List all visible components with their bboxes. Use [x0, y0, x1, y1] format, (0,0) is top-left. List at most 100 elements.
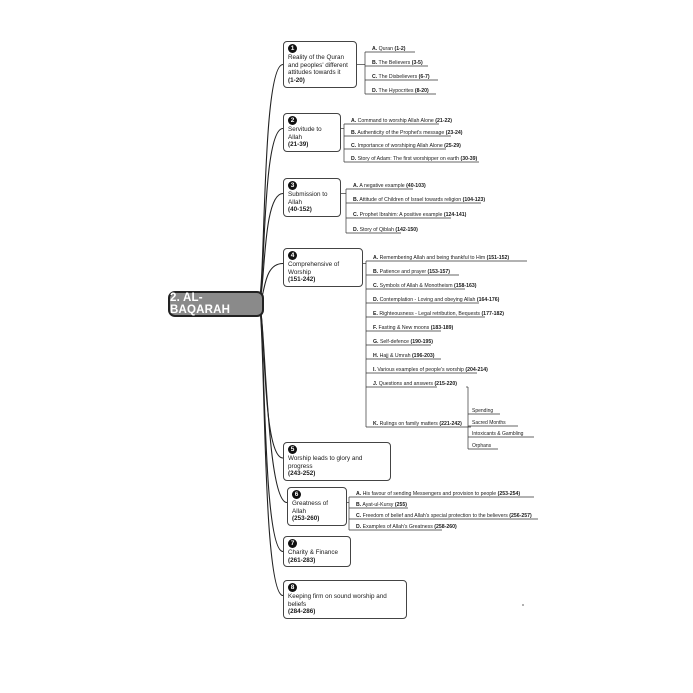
subtopic-verse-range: (153-157): [427, 269, 451, 275]
subtopic-letter: F.: [373, 325, 378, 331]
subtopic-item: A. His favour of sending Messengers and …: [354, 490, 522, 498]
root-to-topic-1-branch: [257, 63, 284, 303]
root-node: 2. AL-BAQARAH: [168, 291, 264, 317]
root-to-topic-3-branch: [257, 192, 284, 303]
topic-verse-range: (284-286): [288, 608, 316, 616]
subtopic-item: C. The Disbelievers (6-7): [370, 73, 432, 81]
topic-title: Charity & Finance: [288, 549, 339, 556]
subtopic-text: The Believers: [378, 60, 411, 66]
subtopic-item: D. Story of Qiblah (142-150): [351, 226, 420, 234]
topic-title: Submission to Allah: [288, 191, 328, 206]
subtopic-text: The Disbelievers: [378, 74, 418, 80]
subtopic-letter: A.: [356, 491, 362, 497]
subtopic-verse-range: (30-39): [460, 156, 478, 162]
subtopic-verse-range: (196-203): [411, 353, 435, 359]
subtopic-letter: A.: [372, 46, 378, 52]
subtopic-text: Contemplation - Loving and obeying Allah: [379, 297, 476, 303]
subtopic-letter: A.: [353, 183, 359, 189]
subtopic-letter: D.: [351, 156, 357, 162]
subtopic-text: Symbols of Allah & Monotheism: [379, 283, 453, 289]
topic-title: Greatness of Allah: [292, 500, 329, 515]
subtopic-letter: B.: [351, 130, 357, 136]
subtopic-text: Patience and prayer: [379, 269, 427, 275]
subtopic-letter: A.: [373, 255, 379, 261]
subtopic-verse-range: (221-242): [439, 421, 462, 427]
topic-verse-range: (261-283): [288, 556, 316, 564]
subtopic-text: The Hypocrites: [378, 88, 414, 94]
subtopic-letter: G.: [373, 339, 379, 345]
qa-subitem: Spending: [472, 408, 494, 414]
subtopic-letter: D.: [373, 297, 379, 303]
subtopic-text: Remembering Allah and being thankful to …: [379, 255, 486, 261]
subtopic-item: C. Freedom of belief and Allah's special…: [354, 512, 534, 520]
subtopic-text: Self-defence: [379, 339, 410, 345]
topic-number-badge: 1: [288, 44, 297, 53]
subtopic-letter: C.: [356, 513, 362, 519]
topic-title: Reality of the Quran and peoples' differ…: [288, 54, 348, 77]
subtopic-item: B. Ayat-ul-Kursy (255): [354, 501, 409, 509]
subtopic-text: Ayat-ul-Kursy: [362, 502, 394, 508]
root-title: 2. AL-BAQARAH: [170, 292, 231, 316]
topic-verse-range: (253-260): [292, 515, 320, 523]
subtopic-verse-range: (23-24): [445, 130, 463, 136]
subtopic-text: Prophet Ibrahim: A positive example: [359, 212, 443, 218]
subtopic-text: Attitude of Children of Israel towards r…: [359, 197, 462, 203]
subtopic-letter: H.: [373, 353, 379, 359]
subtopic-verse-range: (255): [394, 502, 407, 508]
subtopic-verse-range: (151-152): [486, 255, 510, 261]
topic-title: Keeping firm on sound worship and belief…: [288, 593, 387, 608]
qa-subitem: Sacred Months: [472, 420, 506, 426]
subtopic-verse-range: (21-22): [435, 118, 452, 124]
subtopic-text: Freedom of belief and Allah's special pr…: [362, 513, 508, 519]
subtopic-verse-range: (40-103): [406, 183, 426, 189]
subtopic-item: B. Authenticity of the Prophet's message…: [349, 129, 464, 137]
topic-number-badge: 2: [288, 116, 297, 125]
subtopic-letter: C.: [351, 143, 357, 149]
subtopic-text: A negative example: [359, 183, 405, 189]
subtopic-text: Rulings on family matters: [379, 421, 438, 427]
subtopic-verse-range: (1-2): [394, 46, 406, 52]
subtopic-verse-range: (256-257): [509, 513, 532, 519]
topic-number-badge: 5: [288, 445, 297, 454]
subtopic-verse-range: (25-29): [444, 143, 461, 149]
topic-title: Comprehensive of Worship: [288, 261, 340, 276]
subtopic-letter: B.: [356, 502, 362, 508]
subtopic-text: Righteousness - Legal retribution, Beque…: [379, 311, 480, 317]
subtopic-letter: J.: [373, 381, 378, 387]
subtopic-text: Command to worship Allah Alone: [357, 118, 434, 124]
subtopic-item: C. Symbols of Allah & Monotheism (158-16…: [371, 282, 479, 290]
subtopic-verse-range: (204-214): [465, 367, 488, 373]
subtopic-item: C. Prophet Ibrahim: A positive example (…: [351, 211, 468, 219]
subtopic-verse-range: (183-189): [430, 325, 454, 331]
subtopic-text: Examples of Allah's Greatness: [362, 524, 433, 530]
subtopic-verse-range: (142-150): [395, 227, 418, 233]
topic-number-badge: 8: [288, 583, 297, 592]
subtopic-item: J. Questions and answers (215-220): [371, 380, 459, 388]
qa-subitem: Orphans: [472, 443, 492, 449]
subtopic-item: B. Attitude of Children of Israel toward…: [351, 196, 487, 204]
subtopic-text: Hajj & Umrah: [379, 353, 411, 359]
subtopic-item: I. Various examples of people's worship …: [371, 366, 490, 374]
subtopic-verse-range: (215-220): [434, 381, 457, 387]
subtopic-item: D. Contemplation - Loving and obeying Al…: [371, 296, 501, 304]
subtopic-letter: C.: [372, 74, 378, 80]
topic-title: Servitude to Allah: [288, 126, 322, 141]
subtopic-letter: I.: [373, 367, 376, 373]
subtopic-text: Story of Qiblah: [359, 227, 394, 233]
topic-number-badge: 3: [288, 181, 297, 190]
subtopic-item: K. Rulings on family matters (221-242): [371, 420, 464, 428]
subtopic-item: A. Remembering Allah and being thankful …: [371, 254, 511, 262]
subtopic-text: Authenticity of the Prophet's message: [357, 130, 445, 136]
subtopic-item: H. Hajj & Umrah (196-203): [371, 352, 436, 360]
subtopic-letter: B.: [373, 269, 379, 275]
subtopic-verse-range: (124-141): [443, 212, 467, 218]
subtopic-text: Various examples of people's worship: [377, 367, 464, 373]
